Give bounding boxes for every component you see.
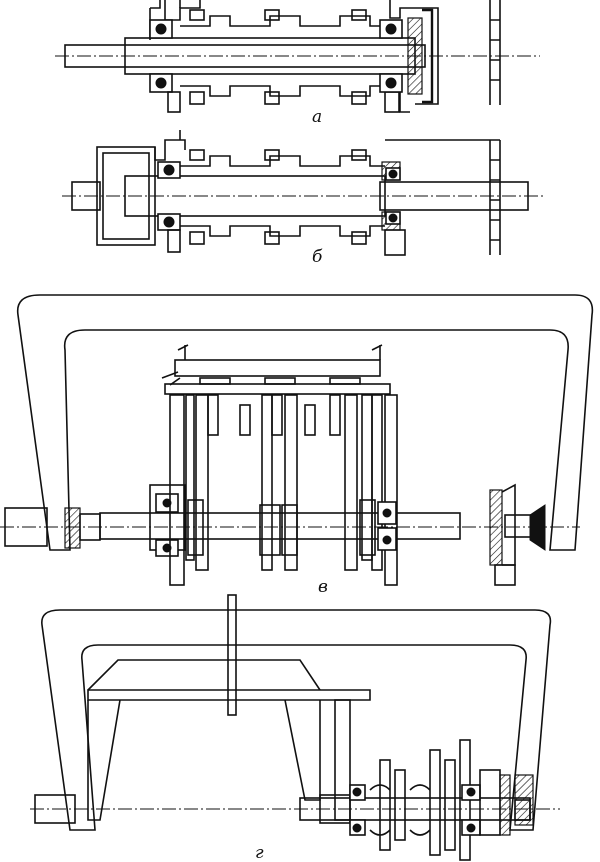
panel-b-shaft-assembly (62, 130, 545, 256)
panel-g-label: г (255, 843, 264, 862)
panel-v-label: в (318, 577, 328, 597)
panel-a-label: а (312, 107, 322, 127)
panel-v-frame-assembly (0, 294, 594, 586)
panel-b-label: б (312, 247, 323, 267)
panel-a-shaft-assembly (55, 0, 540, 113)
panel-g-frame-assembly (30, 594, 560, 861)
